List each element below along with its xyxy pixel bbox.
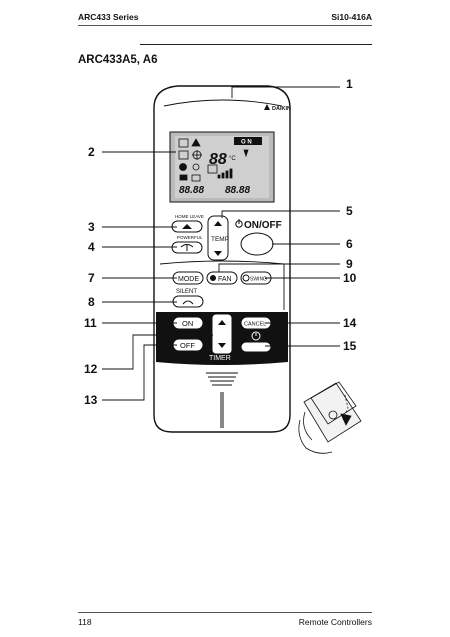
on-off-label: ON/OFF [244,220,282,231]
lcd-fan-bars [207,149,249,179]
cancel-label: CANCEL [244,322,266,328]
home-leave-label: HOME LEAVE [175,214,204,219]
mode-label: MODE [178,276,199,283]
callout-2: 2 [88,145,95,159]
header-series: ARC433 Series [78,12,139,22]
callout-8: 8 [88,295,95,309]
brand-logo: DAIKIN [272,106,291,112]
callout-6: 6 [346,237,353,251]
timer-down-icon [218,343,226,348]
clock-icon [251,331,261,341]
lcd-temp-unit: °C [229,156,236,162]
remote-top-curve [163,99,283,107]
timer-up-icon [218,320,226,325]
home-icon [182,224,192,229]
callout-10: 10 [343,271,357,285]
lcd-timer-left: 88.88 [179,185,204,196]
temp-button[interactable] [207,215,229,261]
lcd-screen [175,136,269,198]
title-rule [140,44,372,45]
timer-on-label: ON [182,319,193,328]
temp-label: TEMP [211,236,229,243]
fan-icon [210,275,216,281]
callout-5: 5 [346,204,353,218]
clock-button[interactable] [240,341,272,353]
callout-7: 7 [88,271,95,285]
temp-up-icon [214,221,222,226]
battery-cover-hand-illustration [298,381,362,454]
temp-down-icon [214,251,222,256]
lcd-temp-value: 88 [209,151,227,168]
footer-page-number: 118 [78,617,92,627]
page-title: ARC433A5, A6 [78,54,158,66]
swing-icon [242,274,250,282]
footer-rule [78,612,372,613]
callout-15: 15 [343,339,357,353]
daikin-logo-icon [264,104,270,110]
powerful-icon [180,244,194,251]
silent-label: SILENT [176,289,197,295]
lcd-on-indicator [234,137,262,145]
timer-label: TIMER [209,355,231,362]
fan-button[interactable] [206,271,238,285]
timer-adjust-button[interactable] [211,313,233,355]
header-doc-id: Si10-416A [331,12,372,22]
footer-section: Remote Controllers [298,617,372,627]
swing-label: SWING [250,277,267,283]
callout-3: 3 [88,220,95,234]
callout-4: 4 [88,240,95,254]
powerful-label: POWERFUL [177,235,203,240]
timer-off-label: OFF [180,341,195,350]
fan-label: FAN [218,276,232,283]
lcd-mode-icons [178,138,202,182]
callout-leaders [102,86,340,401]
callout-1: 1 [346,77,353,91]
header-rule [78,25,372,26]
lcd-on-label: O N [241,140,252,146]
callout-12: 12 [84,362,98,376]
on-off-button[interactable] [240,232,274,256]
silent-icon [182,300,194,305]
lcd-timer-right: 88.88 [225,185,250,196]
callout-9: 9 [346,257,353,271]
battery-cover-ridges [206,372,238,428]
callout-11: 11 [84,316,97,330]
callout-14: 14 [343,316,357,330]
callout-13: 13 [84,393,98,407]
